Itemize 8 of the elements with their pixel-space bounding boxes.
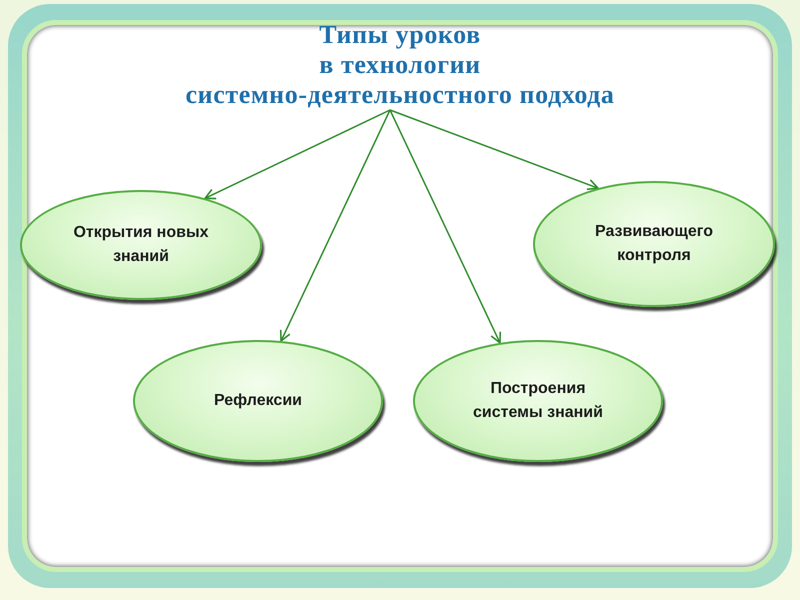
arrow xyxy=(280,110,391,342)
node-label: Рефлексии xyxy=(213,391,303,411)
node-label: Построения системы знаний xyxy=(472,379,604,423)
node-label: Открытия новых знаний xyxy=(72,223,210,267)
title-text: Типы уроков в технологии системно-деятельностного подхода xyxy=(130,20,670,110)
node-label: Развивающего контроля xyxy=(594,222,714,266)
arrow xyxy=(390,109,599,190)
arrow xyxy=(204,109,390,200)
